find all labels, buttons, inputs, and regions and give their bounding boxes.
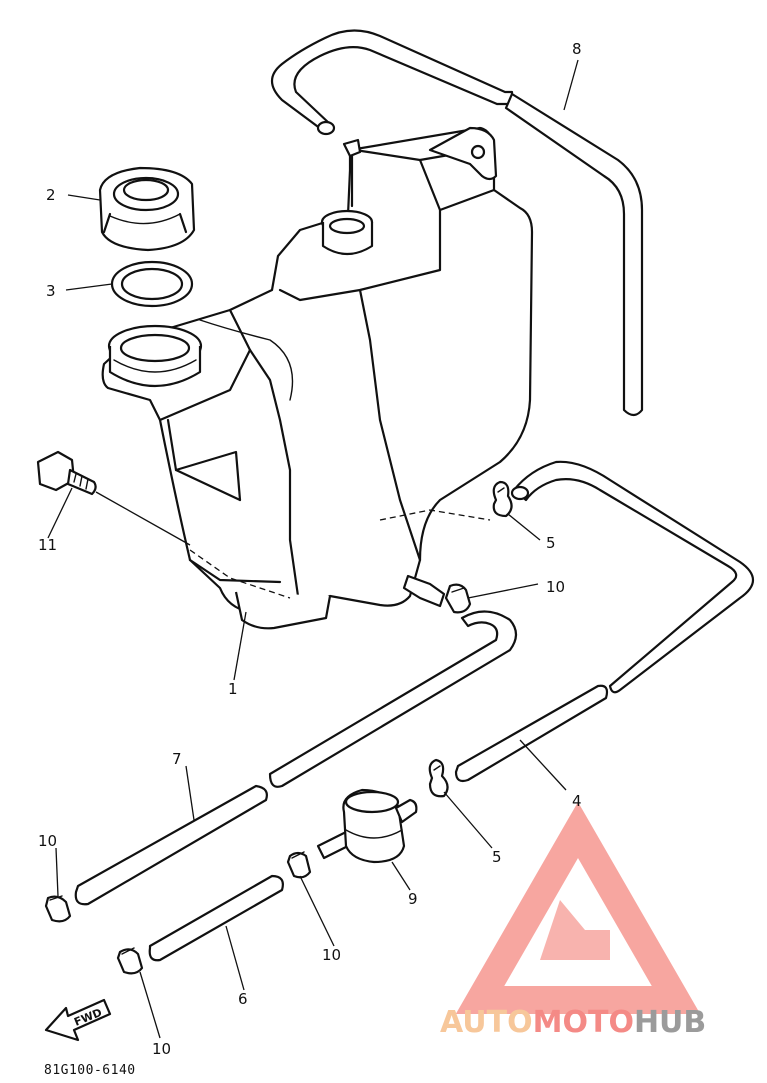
callout-10-left-lower: 10 (152, 1040, 171, 1058)
callout-8: 8 (572, 40, 582, 58)
part-10-clamp-left-upper (44, 895, 72, 923)
callout-6: 6 (238, 990, 248, 1008)
part-3-gasket (110, 260, 194, 308)
forward-direction-arrow: FWD (44, 998, 112, 1042)
callout-7: 7 (172, 750, 182, 768)
part-1-reservoir-tank (101, 126, 534, 630)
drawing-code: 81G100-6140 (44, 1063, 136, 1078)
callout-10-left-upper: 10 (38, 832, 57, 850)
part-6-hose (148, 874, 284, 962)
forward-label: FWD (72, 1006, 104, 1029)
part-4-drain-hose (454, 460, 755, 783)
watermark-text: AUTOMOTOHUB (440, 1005, 706, 1040)
part-10-clamp-mid (286, 851, 312, 879)
callout-10-right: 10 (546, 578, 565, 596)
part-10-clamp-left-lower (116, 947, 144, 975)
part-11-bolt (36, 450, 191, 546)
callout-1: 1 (228, 680, 238, 698)
watermark-g-icon (540, 900, 610, 960)
part-8-overflow-hose (270, 29, 644, 417)
part-9-filter (316, 788, 418, 864)
callout-11: 11 (38, 536, 57, 554)
watermark-triangle-icon (455, 801, 701, 1014)
callout-3: 3 (46, 282, 56, 300)
part-7-hose (74, 610, 518, 906)
callout-9: 9 (408, 890, 418, 908)
callout-5-upper: 5 (546, 534, 556, 552)
callout-2: 2 (46, 186, 56, 204)
callout-10-mid: 10 (322, 946, 341, 964)
part-2-cap (98, 166, 196, 252)
callout-4: 4 (572, 792, 582, 810)
callout-5-lower: 5 (492, 848, 502, 866)
leader-lines (47, 59, 579, 1039)
watermark-logo (455, 801, 701, 1014)
part-10-clamp-right (444, 583, 472, 614)
part-5-clip-upper (492, 480, 513, 518)
part-5-clip-lower (428, 758, 449, 798)
